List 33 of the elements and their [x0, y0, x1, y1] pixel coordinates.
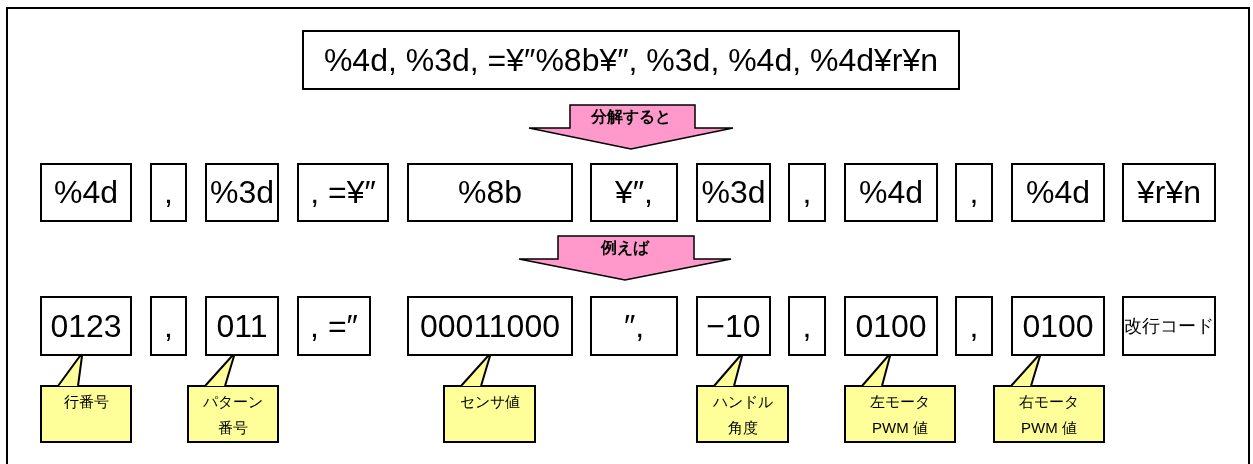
field-box: 00011000	[407, 296, 573, 356]
field-box: %4d	[1011, 163, 1105, 222]
field-box: ¥r¥n	[1122, 163, 1216, 222]
field-box: %3d	[205, 163, 279, 222]
field-box: 0100	[1011, 296, 1105, 356]
field-box: ,	[150, 163, 187, 222]
callout-tail	[861, 355, 892, 387]
field-box: %4d	[844, 163, 938, 222]
field-box: ,	[788, 296, 826, 356]
field-box: , =¥″	[297, 163, 389, 222]
field-box: ,	[955, 296, 993, 356]
callout-tail	[713, 355, 744, 387]
field-box: ,	[955, 163, 993, 222]
field-box: , =″	[297, 296, 371, 356]
callout-tail	[204, 355, 236, 387]
field-box: −10	[696, 296, 771, 356]
block-arrow: 例えば	[518, 235, 732, 281]
block-arrow: 分解すると	[528, 104, 734, 150]
callout-box: 行番号	[40, 385, 132, 443]
callout-tail	[460, 355, 492, 387]
field-box: ¥″,	[590, 163, 678, 222]
field-box: 改行コード	[1122, 296, 1216, 356]
format-string-box: %4d, %3d, =¥″%8b¥″, %3d, %4d, %4d¥r¥n	[302, 30, 960, 90]
field-box: %3d	[696, 163, 771, 222]
field-box: %8b	[407, 163, 573, 222]
field-box: 0100	[844, 296, 938, 356]
field-box: ,	[150, 296, 187, 356]
callout-tail	[1010, 355, 1042, 387]
field-box: ″,	[590, 296, 678, 356]
field-box: 0123	[40, 296, 132, 356]
field-box: 011	[205, 296, 279, 356]
field-box: %4d	[40, 163, 132, 222]
field-box: ,	[788, 163, 826, 222]
